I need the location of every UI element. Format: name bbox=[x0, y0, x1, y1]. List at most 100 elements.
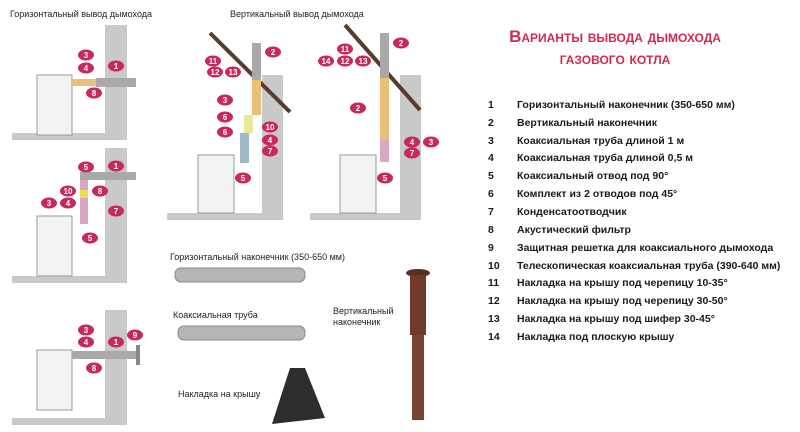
pipe bbox=[252, 43, 261, 95]
callout-badge: 5 bbox=[78, 161, 94, 173]
vertical-tip-image bbox=[406, 269, 430, 420]
legend-number: 8 bbox=[488, 223, 494, 236]
legend-number: 14 bbox=[488, 330, 500, 343]
badge-shape bbox=[350, 102, 366, 114]
callout-badge: 2 bbox=[350, 102, 366, 114]
legend-text: Коаксиальная труба длиной 0,5 м bbox=[517, 152, 693, 165]
callout-badge: 10 bbox=[60, 185, 76, 197]
callout-badge: 11 bbox=[337, 43, 353, 55]
badge-number: 7 bbox=[410, 149, 415, 158]
callout-badge: 9 bbox=[127, 329, 143, 341]
pipe bbox=[380, 140, 389, 162]
badge-shape bbox=[393, 37, 409, 49]
badge-number: 4 bbox=[84, 338, 89, 347]
callout-badge: 3 bbox=[78, 49, 94, 61]
legend-text: Накладка на крышу под шифер 30-45° bbox=[517, 313, 715, 326]
badge-number: 4 bbox=[268, 136, 273, 145]
callout-badge: 13 bbox=[225, 66, 241, 78]
callout-badge: 3 bbox=[78, 324, 94, 336]
badge-number: 10 bbox=[64, 187, 73, 196]
callout-badge: 6 bbox=[217, 111, 233, 123]
legend-text: Горизонтальный наконечник (350-650 мм) bbox=[517, 98, 735, 111]
badge-number: 3 bbox=[84, 326, 89, 335]
callout-badge: 4 bbox=[404, 136, 420, 148]
badge-number: 4 bbox=[410, 138, 415, 147]
badge-shape bbox=[337, 55, 353, 67]
badge-shape bbox=[225, 66, 241, 78]
badge-number: 8 bbox=[92, 364, 97, 373]
callout-badge: 7 bbox=[262, 145, 278, 157]
floor bbox=[310, 213, 421, 220]
callout-badge: 7 bbox=[404, 147, 420, 159]
boiler bbox=[36, 349, 73, 411]
coax-pipe-image bbox=[177, 325, 306, 341]
pipe bbox=[240, 133, 249, 163]
legend-text: Накладка на крышу под черепицу 30-50° bbox=[517, 295, 728, 308]
pipe bbox=[380, 33, 389, 78]
callout-badge: 4 bbox=[262, 134, 278, 146]
badge-shape bbox=[82, 232, 98, 244]
scene-vertical-2 bbox=[310, 23, 422, 220]
callout-badge: 4 bbox=[78, 336, 94, 348]
boiler bbox=[36, 74, 73, 136]
roof bbox=[208, 31, 292, 114]
pipe bbox=[244, 115, 253, 133]
badge-shape bbox=[262, 134, 278, 146]
legend-text: Конденсатоотводчик bbox=[517, 205, 627, 218]
wall bbox=[105, 310, 127, 425]
badge-shape bbox=[86, 87, 102, 99]
legend-number: 13 bbox=[488, 313, 500, 326]
legend-number: 12 bbox=[488, 295, 500, 308]
badge-number: 7 bbox=[268, 147, 273, 156]
badge-shape bbox=[205, 55, 221, 67]
floor bbox=[167, 213, 283, 220]
badge-shape bbox=[108, 160, 124, 172]
pipe bbox=[72, 79, 96, 86]
badge-shape bbox=[78, 336, 94, 348]
badge-number: 12 bbox=[341, 57, 350, 66]
badge-number: 3 bbox=[84, 51, 89, 60]
title-line-1: Варианты вывода дымохода bbox=[509, 27, 721, 46]
badge-number: 3 bbox=[223, 96, 228, 105]
badge-shape bbox=[60, 197, 76, 209]
legend-number: 2 bbox=[488, 116, 494, 129]
badge-shape bbox=[207, 66, 223, 78]
badge-shape bbox=[78, 49, 94, 61]
badge-number: 3 bbox=[47, 199, 52, 208]
legend-text: Комплект из 2 отводов под 45° bbox=[517, 188, 678, 201]
heading-vertical: Вертикальный вывод дымохода bbox=[230, 9, 364, 19]
legend-number: 10 bbox=[488, 259, 500, 272]
floor bbox=[12, 133, 127, 140]
callout-badge: 3 bbox=[217, 94, 233, 106]
badge-shape bbox=[78, 62, 94, 74]
badge-shape bbox=[262, 121, 278, 133]
callout-badge: 2 bbox=[265, 46, 281, 58]
badge-number: 1 bbox=[114, 338, 119, 347]
badge-shape bbox=[78, 161, 94, 173]
pipe bbox=[380, 78, 389, 140]
legend-text: Коаксиальный отвод под 90° bbox=[517, 170, 669, 183]
pipe bbox=[80, 190, 88, 198]
badge-number: 8 bbox=[98, 187, 103, 196]
badge-number: 5 bbox=[241, 174, 246, 183]
badge-number: 5 bbox=[88, 234, 93, 243]
badge-shape bbox=[78, 324, 94, 336]
badge-number: 7 bbox=[114, 207, 119, 216]
badge-shape bbox=[127, 329, 143, 341]
badge-number: 2 bbox=[356, 104, 361, 113]
legend-text: Накладка на крышу под черепицу 10-35° bbox=[517, 277, 728, 290]
legend-number: 6 bbox=[488, 188, 494, 201]
callout-badge: 8 bbox=[86, 362, 102, 374]
pipe bbox=[252, 80, 261, 115]
badge-number: 1 bbox=[114, 162, 119, 171]
badge-number: 11 bbox=[341, 45, 350, 54]
product-label-vertical-tip: Вертикальный bbox=[333, 306, 394, 316]
